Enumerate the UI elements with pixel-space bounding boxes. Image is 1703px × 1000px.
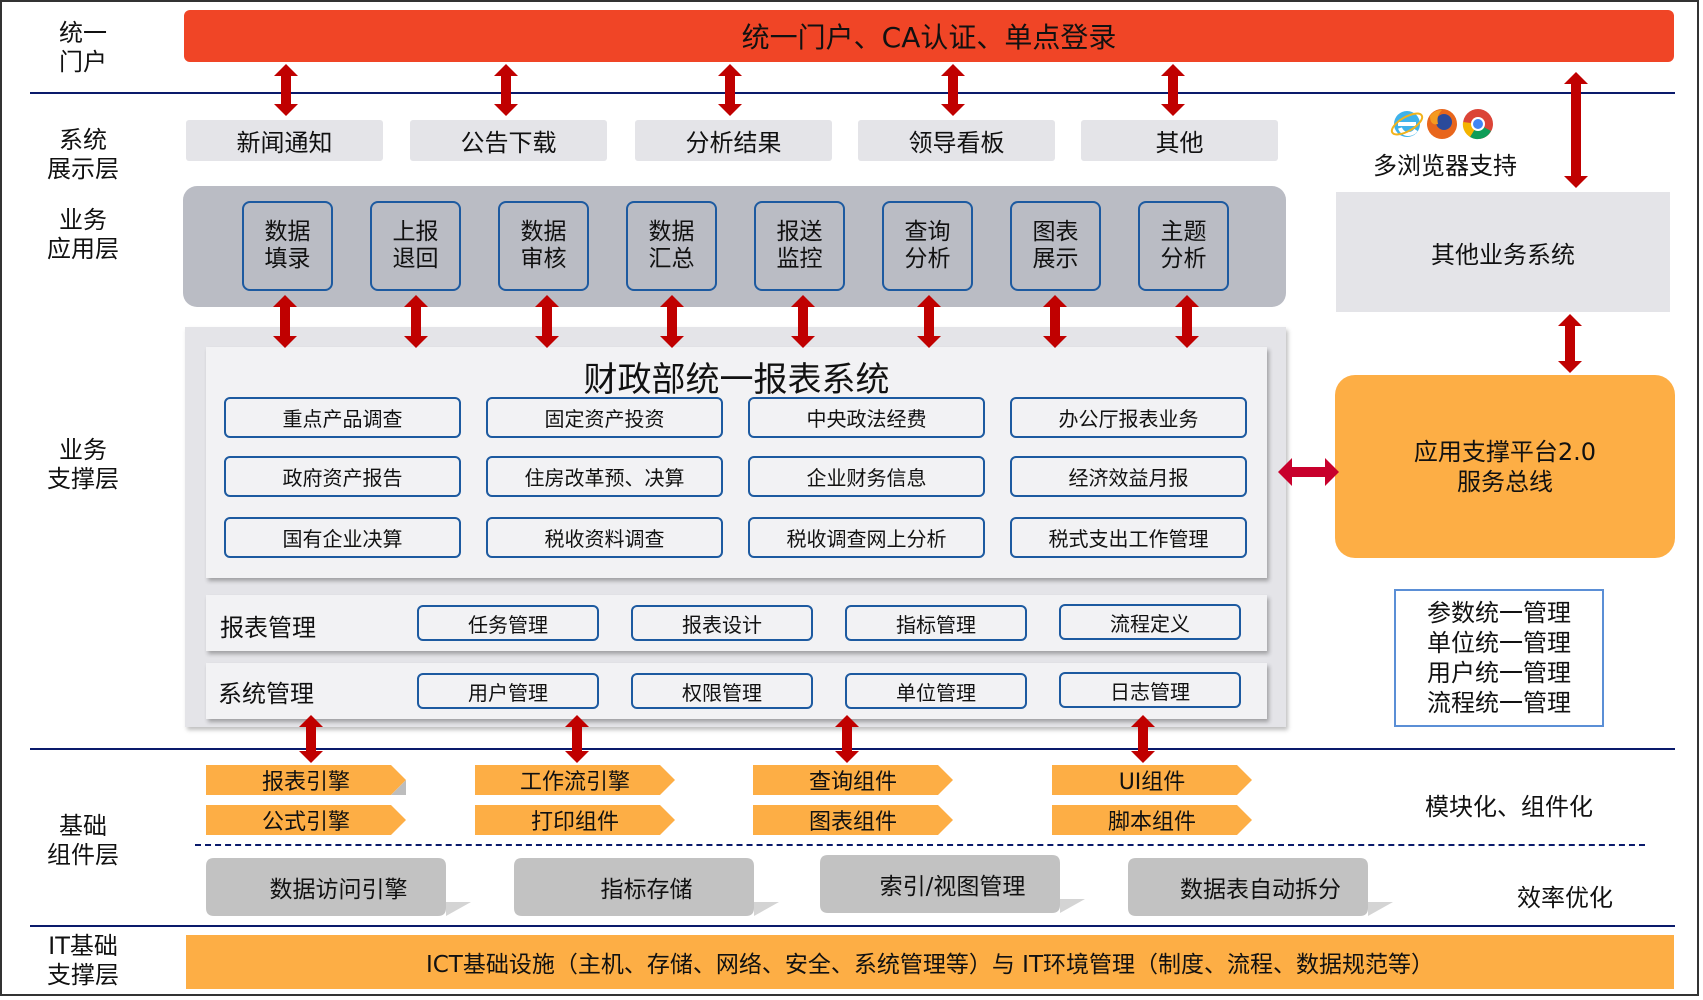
portal-bar[interactable]: 统一门户、CA认证、单点登录 [184,10,1674,62]
efficiency-indicator-storage: 指标存储 [514,858,779,916]
firefox-icon [1427,109,1457,139]
system-mgmt-item-permissions[interactable]: 权限管理 [631,673,813,709]
component-chart: 图表组件 [753,805,953,835]
component-formula-engine: 公式引擎 [206,805,406,835]
business-item[interactable]: 税收资料调查 [486,517,723,558]
business-item[interactable]: 国有企业决算 [224,517,461,558]
component-print: 打印组件 [475,805,675,835]
app-module-topic-analysis[interactable]: 主题 分析 [1138,201,1229,291]
app-module-report-return[interactable]: 上报 退回 [370,201,461,291]
layer-label-component: 基础 组件层 [47,812,119,869]
app-module-data-audit[interactable]: 数据 审核 [498,201,589,291]
component-query: 查询组件 [753,765,953,795]
report-mgmt-item-workflow[interactable]: 流程定义 [1059,604,1241,640]
component-script: 脚本组件 [1052,805,1252,835]
it-infrastructure-bar[interactable]: ICT基础设施（主机、存储、网络、安全、系统管理等）与 IT环境管理（制度、流程… [186,935,1674,989]
dashed-separator [195,844,1645,846]
business-item[interactable]: 政府资产报告 [224,456,461,497]
app-module-submission-monitor[interactable]: 报送 监控 [754,201,845,291]
layer-label-support: 业务 支撑层 [47,436,119,493]
component-ui: UI组件 [1052,765,1252,795]
display-item-news[interactable]: 新闻通知 [186,120,383,161]
business-item[interactable]: 住房改革预、决算 [486,456,723,497]
report-management-label: 报表管理 [220,614,316,642]
business-item[interactable]: 重点产品调查 [224,397,461,438]
business-item[interactable]: 中央政法经费 [748,397,985,438]
separator-line [30,748,1675,750]
system-mgmt-item-users[interactable]: 用户管理 [417,673,599,709]
efficiency-note: 效率优化 [1517,884,1613,912]
browser-support-label: 多浏览器支持 [1373,152,1517,180]
display-item-leader-dashboard[interactable]: 领导看板 [858,120,1055,161]
report-mgmt-item-indicator[interactable]: 指标管理 [845,605,1027,641]
efficiency-data-access-engine: 数据访问引擎 [206,858,471,916]
modularization-note: 模块化、组件化 [1425,793,1593,821]
efficiency-index-view-mgmt: 索引/视图管理 [820,855,1085,913]
business-item[interactable]: 办公厅报表业务 [1010,397,1247,438]
business-item[interactable]: 企业财务信息 [748,456,985,497]
service-bus[interactable]: 应用支撑平台2.0 服务总线 [1335,375,1675,558]
business-item[interactable]: 税式支出工作管理 [1010,517,1247,558]
layer-label-portal: 统一 门户 [59,19,107,76]
browser-icons [1390,106,1500,142]
app-module-query-analysis[interactable]: 查询 分析 [882,201,973,291]
app-module-data-summary[interactable]: 数据 汇总 [626,201,717,291]
business-item[interactable]: 税收调查网上分析 [748,517,985,558]
separator-line [30,925,1675,927]
business-item[interactable]: 固定资产投资 [486,397,723,438]
app-module-data-entry[interactable]: 数据 填录 [242,201,333,291]
layer-label-display: 系统 展示层 [47,126,119,183]
layer-label-application: 业务 应用层 [47,206,119,263]
display-item-notice-download[interactable]: 公告下载 [410,120,607,161]
unified-management-box: 参数统一管理 单位统一管理 用户统一管理 流程统一管理 [1394,589,1604,727]
report-mgmt-item-task[interactable]: 任务管理 [417,605,599,641]
system-mgmt-item-logs[interactable]: 日志管理 [1059,672,1241,708]
business-item[interactable]: 经济效益月报 [1010,456,1247,497]
ie-icon [1390,111,1424,137]
component-workflow-engine: 工作流引擎 [475,765,675,795]
component-report-engine: 报表引擎 [206,765,406,795]
display-item-analysis-results[interactable]: 分析结果 [635,120,832,161]
app-module-chart-display[interactable]: 图表 展示 [1010,201,1101,291]
separator-line [30,92,1675,94]
efficiency-table-auto-split: 数据表自动拆分 [1128,858,1393,916]
other-business-systems[interactable]: 其他业务系统 [1336,192,1670,312]
layer-label-infrastructure: IT基础 支撑层 [47,932,119,989]
report-system-title: 财政部统一报表系统 [583,360,890,400]
system-management-label: 系统管理 [218,680,314,708]
system-mgmt-item-units[interactable]: 单位管理 [845,673,1027,709]
display-item-other[interactable]: 其他 [1081,120,1278,161]
chrome-icon [1462,109,1493,140]
report-mgmt-item-design[interactable]: 报表设计 [631,605,813,641]
application-panel [183,186,1286,307]
